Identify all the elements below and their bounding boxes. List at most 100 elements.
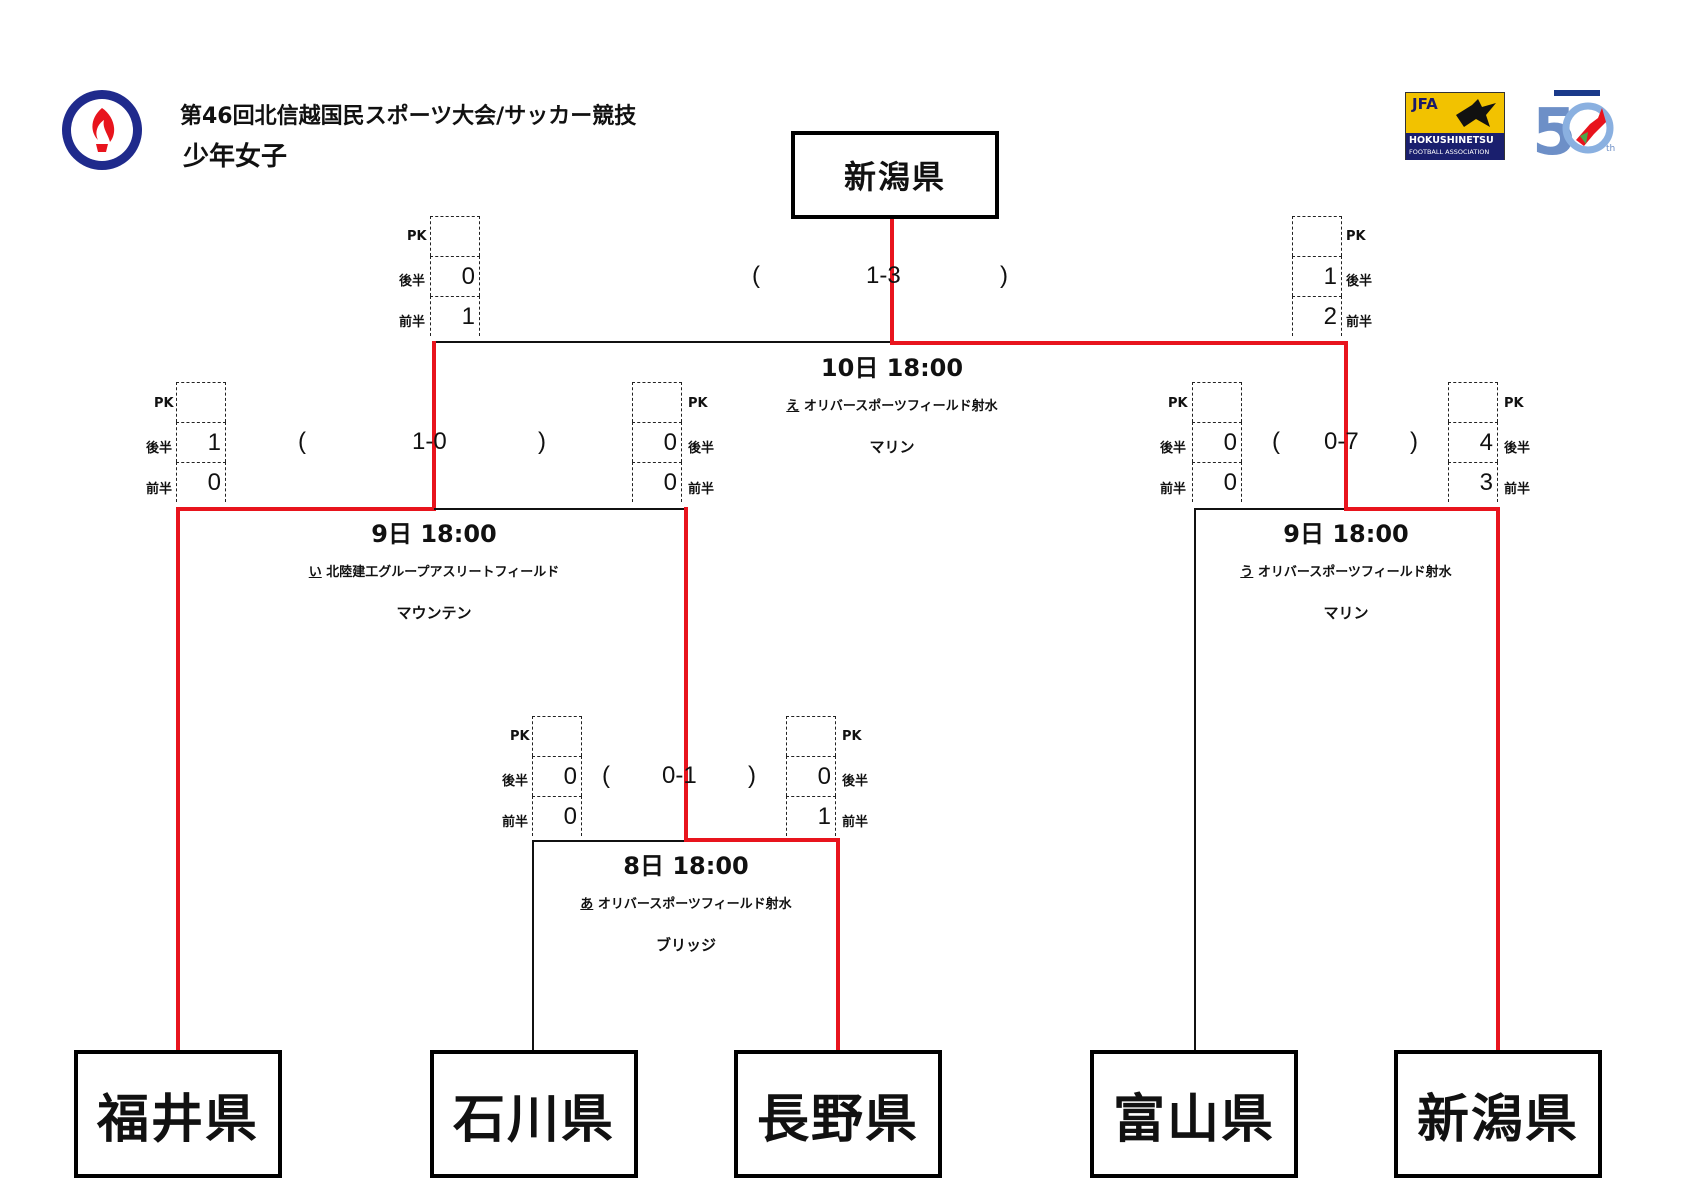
second-half-cell: 0 <box>1192 422 1242 462</box>
torch-emblem-icon <box>60 88 144 172</box>
semi-left-line-left <box>176 507 434 511</box>
pk-label: PK <box>688 396 708 411</box>
score: 3 <box>1479 469 1493 496</box>
venue-key: う <box>1240 565 1254 580</box>
score: 1 <box>461 303 475 330</box>
team-label: 新潟県 <box>1416 1089 1579 1150</box>
second-half-label: 後半 <box>146 441 173 456</box>
first-half-label: 前半 <box>146 482 173 497</box>
50th-anniversary-logo: 5 th <box>1528 88 1618 170</box>
semi-left-left-score: 1 0 <box>176 382 228 502</box>
second-half-cell: 0 <box>532 756 582 796</box>
final-line-top <box>890 219 894 343</box>
team-label: 石川県 <box>452 1089 615 1150</box>
50th-suffix: th <box>1606 144 1616 154</box>
first-half-cell: 3 <box>1448 462 1498 502</box>
semi-right-left-score: 0 0 <box>1192 382 1244 502</box>
pk-label: PK <box>1346 229 1366 244</box>
quarter-drop-left <box>532 840 534 1052</box>
second-half-cell: 0 <box>632 422 682 462</box>
quarter-line-right <box>684 838 840 842</box>
final-right-score: 1 2 <box>1292 216 1344 336</box>
score: 0 <box>663 469 677 496</box>
second-half-label: 後半 <box>688 441 715 456</box>
final-line-right-drop <box>1344 341 1348 511</box>
paren-open: ( <box>298 428 306 455</box>
first-half-label: 前半 <box>502 815 529 830</box>
second-half-label: 後半 <box>399 274 426 289</box>
score: 0 <box>1223 469 1237 496</box>
venue-name: オリバースポーツフィールド射水 <box>597 897 792 912</box>
second-half-cell: 1 <box>176 422 226 462</box>
pk-cell <box>1192 382 1242 422</box>
paren-open: ( <box>1272 428 1280 455</box>
final-line-left <box>432 341 892 343</box>
pk-cell <box>1292 216 1342 256</box>
champion-label: 新潟県 <box>843 158 946 196</box>
jfa-hokushinetsu-logo: JFA HOKUSHINETSU FOOTBALL ASSOCIATION <box>1405 92 1505 160</box>
final-pitch: マリン <box>869 438 915 456</box>
pk-label: PK <box>154 396 174 411</box>
second-half-cell: 0 <box>430 256 480 296</box>
quarter-aggregate: 0-1 <box>662 762 697 789</box>
team-label: 長野県 <box>756 1089 919 1150</box>
champion-box: 新潟県 <box>791 131 999 219</box>
jfa-logo-line1: HOKUSHINETSU <box>1409 135 1494 146</box>
first-half-label: 前半 <box>688 482 715 497</box>
semi-right-line-right <box>1344 507 1500 511</box>
tournament-title: 第46回北信越国民スポーツ大会/サッカー競技 <box>180 104 637 129</box>
score: 1 <box>1323 263 1337 290</box>
score: 2 <box>1323 303 1337 330</box>
semi-right-right-score: 4 3 <box>1448 382 1500 502</box>
score: 0 <box>1223 429 1237 456</box>
venue-key: え <box>786 399 800 414</box>
first-half-cell: 1 <box>786 796 836 836</box>
semi-left-drop-right <box>684 507 688 840</box>
pk-cell <box>532 716 582 756</box>
first-half-label: 前半 <box>399 315 426 330</box>
jfa-logo-line2: FOOTBALL ASSOCIATION <box>1409 148 1490 156</box>
first-half-label: 前半 <box>1160 482 1187 497</box>
paren-open: ( <box>602 762 610 789</box>
paren-close: ) <box>1410 428 1418 455</box>
score: 0 <box>663 429 677 456</box>
first-half-cell: 1 <box>430 296 480 336</box>
score: 1 <box>817 803 831 830</box>
pk-cell <box>1448 382 1498 422</box>
quarter-right-score: 0 1 <box>786 716 838 836</box>
semi-right-aggregate: 0-7 <box>1324 428 1359 455</box>
first-half-cell: 0 <box>632 462 682 502</box>
final-line-right <box>890 341 1348 345</box>
score: 0 <box>461 263 475 290</box>
semi-left-venue: い 北陸建工グループアスリートフィールド <box>284 561 584 580</box>
second-half-cell: 0 <box>786 756 836 796</box>
final-time: 10日 18:00 <box>820 354 964 382</box>
quarter-left-score: 0 0 <box>532 716 584 836</box>
final-aggregate: 1-3 <box>866 262 901 289</box>
crow-icon <box>1454 97 1498 131</box>
final-venue: え オリバースポーツフィールド射水 <box>742 395 1042 414</box>
paren-close: ) <box>1000 262 1008 289</box>
pk-cell <box>430 216 480 256</box>
second-half-label: 後半 <box>1346 274 1373 289</box>
final-left-score: 0 1 <box>430 216 482 336</box>
team-box-nagano: 長野県 <box>734 1050 942 1178</box>
pk-label: PK <box>842 729 862 744</box>
venue-name: 北陸建工グループアスリートフィールド <box>326 565 560 580</box>
team-box-toyama: 富山県 <box>1090 1050 1298 1178</box>
semi-right-venue: う オリバースポーツフィールド射水 <box>1196 561 1496 580</box>
score: 0 <box>563 763 577 790</box>
pk-label: PK <box>1168 396 1188 411</box>
semi-left-right-score: 0 0 <box>632 382 684 502</box>
venue-name: オリバースポーツフィールド射水 <box>803 399 998 414</box>
semi-right-drop-left <box>1194 508 1196 1052</box>
semi-right-pitch: マリン <box>1323 604 1369 622</box>
score: 0 <box>817 763 831 790</box>
second-half-label: 後半 <box>1160 441 1187 456</box>
quarter-venue: あ オリバースポーツフィールド射水 <box>536 893 836 912</box>
first-half-label: 前半 <box>842 815 869 830</box>
first-half-cell: 2 <box>1292 296 1342 336</box>
pk-cell <box>632 382 682 422</box>
paren-close: ) <box>748 762 756 789</box>
second-half-label: 後半 <box>842 774 869 789</box>
